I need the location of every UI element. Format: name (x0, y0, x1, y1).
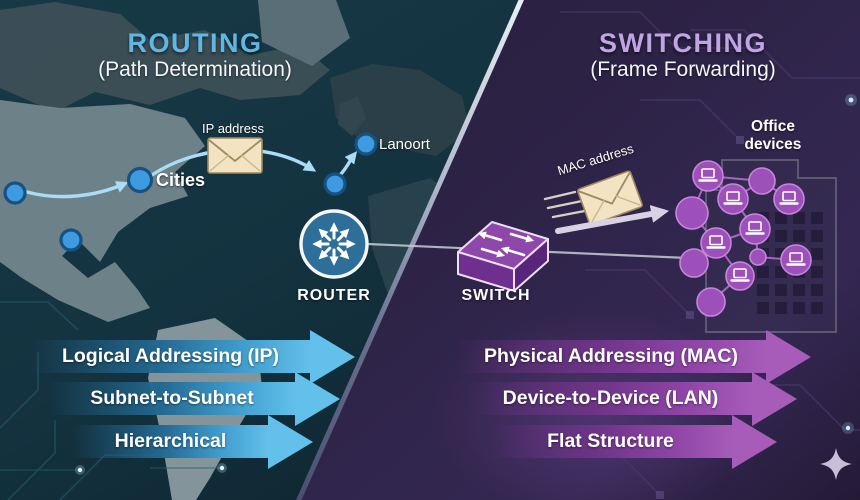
banner-text: Flat Structure (547, 430, 674, 452)
switching-banner-physical-addressing: Physical Addressing (MAC) (455, 340, 767, 373)
switch-icon (457, 221, 549, 292)
routing-banner-logical-addressing: Logical Addressing (IP) (30, 340, 311, 373)
ip-address-label: IP address (202, 121, 264, 136)
switching-subtitle: (Frame Forwarding) (590, 58, 776, 81)
router-label: ROUTER (297, 287, 371, 304)
switching-title: SWITCHING (599, 28, 767, 58)
router-icon (299, 209, 369, 279)
envelope-icon (577, 170, 643, 226)
banner-text: Physical Addressing (MAC) (484, 345, 738, 367)
routing-title: ROUTING (127, 28, 263, 58)
routing-subtitle: (Path Determination) (98, 58, 292, 81)
switching-banner-flat-structure: Flat Structure (488, 425, 733, 458)
glow-dots-right (842, 94, 857, 434)
city-nodes (3, 132, 378, 252)
switch-label: SWITCH (461, 287, 531, 304)
routing-banner-hierarchical: Hierarchical (72, 425, 269, 458)
banner-text: Subnet-to-Subnet (90, 387, 254, 409)
office-device-cluster (675, 160, 812, 317)
office-devices-label: Office devices (744, 118, 802, 153)
envelope-icon (207, 137, 263, 174)
mac-frame-arrow (543, 170, 670, 234)
lanoort-label: Lanoort (379, 136, 430, 153)
banner-text: Device-to-Device (LAN) (502, 387, 719, 409)
glow-dots-left (75, 463, 227, 475)
sparkle-icon (820, 448, 852, 480)
switching-banner-device-to-device: Device-to-Device (LAN) (468, 382, 753, 415)
routing-banner-subnet-to-subnet: Subnet-to-Subnet (48, 382, 296, 415)
cities-label: Cities (156, 170, 206, 190)
banner-text: Logical Addressing (IP) (61, 345, 280, 367)
banner-text: Hierarchical (114, 430, 227, 452)
